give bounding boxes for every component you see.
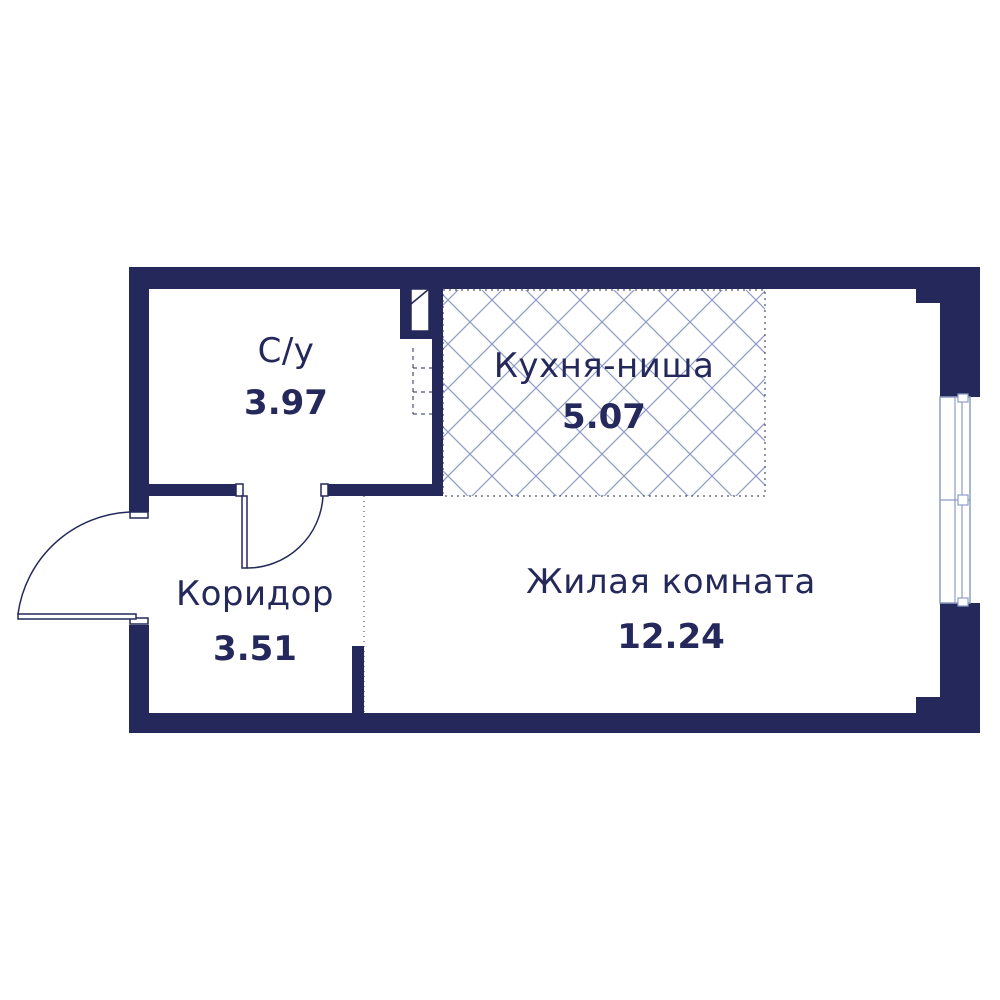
living-room-area: 12.24 (617, 617, 725, 657)
bathroom-fixture-dashed (412, 348, 432, 415)
entrance-door[interactable] (17, 511, 149, 625)
living-room-name: Жилая комната (526, 562, 816, 602)
wall-bottom (129, 713, 916, 733)
wall-right-upper-pier (940, 267, 980, 397)
walls (129, 267, 980, 733)
bathroom-name: С/у (258, 331, 315, 371)
wall-right-lower (916, 697, 980, 733)
wall-left-lower (129, 625, 149, 733)
bathroom-area: 3.97 (244, 383, 328, 423)
window (939, 393, 971, 607)
bathroom-wall-right (432, 289, 443, 496)
bathroom-wall-bottom-left (149, 484, 242, 496)
corridor-name: Коридор (176, 574, 334, 614)
wall-left-upper (129, 267, 149, 512)
corridor-area: 3.51 (213, 629, 297, 669)
ventilation-shaft (410, 288, 430, 332)
shaft-diagonal (410, 288, 430, 305)
kitchen-name: Кухня-ниша (494, 346, 715, 386)
kitchen-area: 5.07 (562, 397, 646, 437)
bathroom-door[interactable] (235, 483, 329, 569)
bathroom-wall-bottom-right (322, 484, 443, 496)
corridor-partition (352, 646, 364, 713)
wall-top (129, 267, 980, 289)
